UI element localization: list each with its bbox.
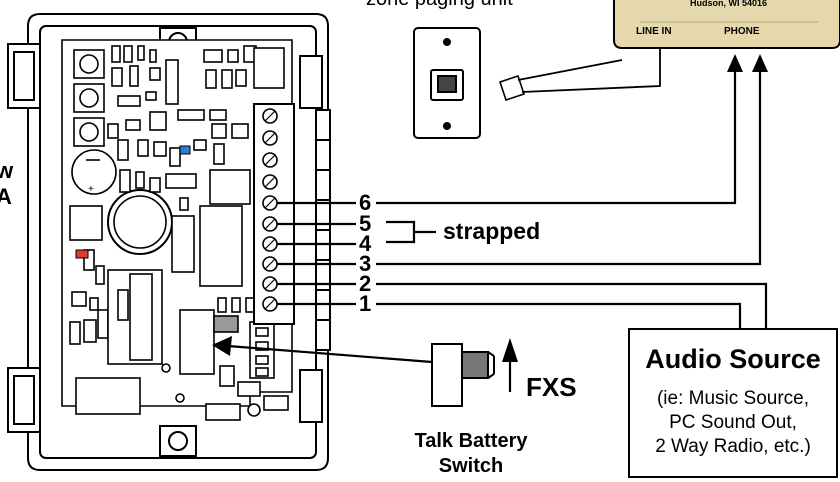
terminal-label-1: 1 <box>359 291 372 316</box>
audio-source-line-1: (ie: Music Source, <box>656 388 810 409</box>
terminal-label-4: 4 <box>359 231 372 256</box>
switch-label: Switch <box>438 455 504 477</box>
line-in-label: LINE IN <box>636 26 672 37</box>
phone-label: PHONE <box>724 26 760 37</box>
fxs-label: FXS <box>526 372 577 402</box>
terminal-label-5: 5 <box>359 211 372 236</box>
wires <box>227 70 768 392</box>
red-led <box>75 249 89 259</box>
wall-phone-jack <box>413 27 661 139</box>
paging-unit-address: Hudson, WI 54016 <box>690 0 768 8</box>
talk-battery-switch <box>431 343 495 407</box>
audio-source-line-3: 2 Way Radio, etc.) <box>655 436 811 457</box>
device-enclosure <box>7 13 331 471</box>
terminal-label-2: 2 <box>359 271 372 296</box>
circuit-board: + <box>61 39 295 421</box>
left-edge-letter-w: w <box>0 158 14 183</box>
top-caption: zone paging unit <box>366 0 513 11</box>
blue-led <box>179 145 191 155</box>
arrowheads <box>212 54 768 362</box>
audio-source-box: Audio Source (ie: Music Source, PC Sound… <box>628 328 838 478</box>
audio-source-title: Audio Source <box>645 344 821 374</box>
left-edge-letter-a: A <box>0 184 12 209</box>
terminal-label-3: 3 <box>359 251 372 276</box>
talk-battery-label: Talk Battery <box>414 430 528 452</box>
svg-text:+: + <box>88 184 94 195</box>
audio-source-line-2: PC Sound Out, <box>669 412 797 433</box>
terminal-label-6: 6 <box>359 190 372 215</box>
strapped-label: strapped <box>443 218 541 244</box>
